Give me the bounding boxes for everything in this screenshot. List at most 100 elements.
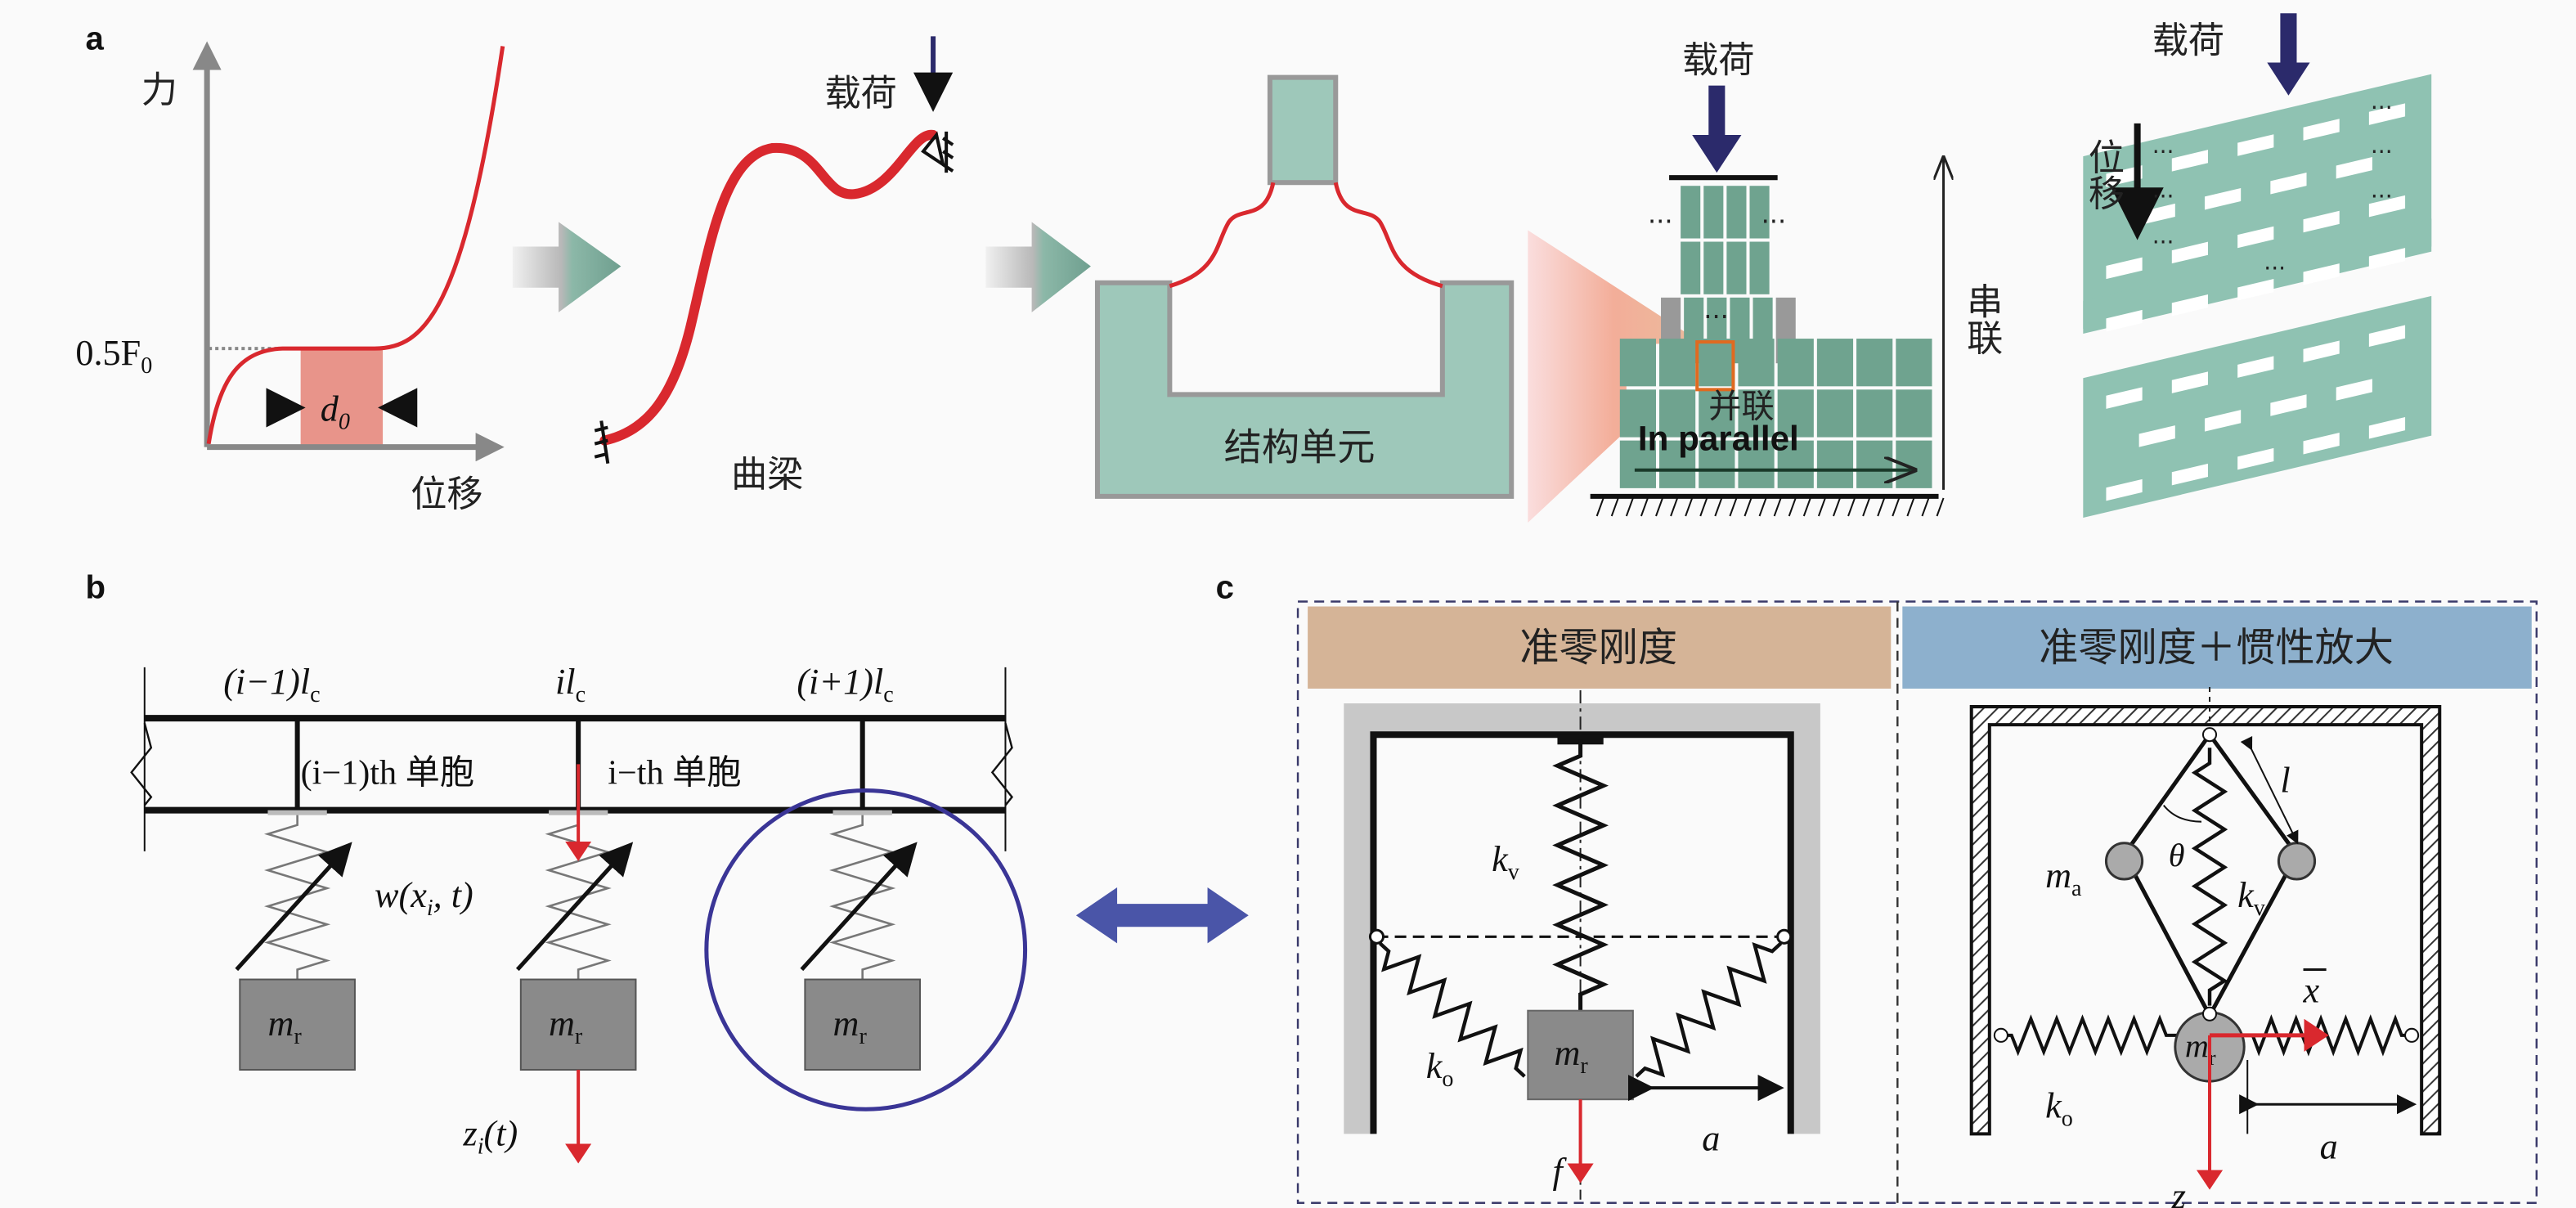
unit-cell [1619, 389, 1656, 438]
unit-cell [1659, 339, 1696, 387]
unit-cell [1896, 339, 1932, 387]
ground-hatch [1595, 497, 1945, 517]
resonator-mass [239, 978, 356, 1071]
right-curved-beam [1333, 182, 1443, 289]
resonator-mass [519, 978, 637, 1071]
lattice-load-arrow [2267, 13, 2310, 96]
left-springs [1379, 734, 1783, 1078]
d0-label: d0 [321, 389, 350, 435]
force-axis-label: 力 [141, 70, 177, 111]
hatch-line [1802, 497, 1811, 517]
lattice-hole [2171, 241, 2208, 264]
tunable-stiffness-arrow [800, 842, 918, 972]
theta-label: θ [2169, 837, 2185, 873]
mass-label: mr [549, 1004, 583, 1049]
qzs-models: 准零刚度 准零刚度＋惯性放大 mr kv ko a f l θ ma [1296, 600, 2538, 1208]
unit-base [1094, 280, 1515, 499]
pivot [1776, 928, 1793, 945]
unit-cell [1726, 186, 1747, 239]
highlighted-cell [1695, 340, 1735, 392]
unit-cell [1699, 339, 1735, 387]
hatch-line [1714, 497, 1723, 517]
kv-label: kv [1492, 839, 1520, 885]
pivot [1993, 1027, 2008, 1043]
oblique-spring-icon [1635, 941, 1783, 1078]
series-label: 串联 [1960, 283, 2002, 355]
displacement-axis-label: 位移 [411, 474, 482, 515]
pivot [2201, 727, 2218, 743]
lattice-ellipsis: ··· [2152, 229, 2174, 256]
lattice-hole [2237, 134, 2274, 156]
lattice-hole [2303, 263, 2340, 285]
unit-assembly: 载荷 ··· ··· ··· 并联 In parallel 串联 [1528, 40, 2002, 523]
position-label: ilc [555, 662, 586, 707]
displacement-label: zi(t) [463, 1113, 518, 1159]
cell-label: i−th 单胞 [608, 753, 741, 792]
hatch-line [1921, 497, 1930, 517]
lattice-hole [2270, 394, 2307, 416]
lattice-hole [2106, 165, 2143, 187]
lattice-hole [2106, 257, 2143, 280]
deflection-label: w(xi, t) [375, 875, 473, 921]
unit-cell [1619, 440, 1656, 488]
lattice-hole [2106, 309, 2143, 332]
unit-cell [1726, 241, 1747, 294]
lattice-hole [2237, 356, 2274, 378]
hatch-line [1877, 497, 1886, 517]
lattice-hole [2303, 210, 2340, 233]
beam-load-label: 载荷 [824, 73, 896, 115]
a-label: a [1702, 1118, 1720, 1158]
lattice-hole [2237, 447, 2274, 470]
roller-hatch-icon [942, 131, 954, 173]
inertia-mass-left [2104, 842, 2144, 881]
parallel-en-label: In parallel [1638, 420, 1799, 458]
ellipsis-left: ··· [1648, 205, 1673, 236]
unit-highlight-circle [704, 788, 1028, 1111]
right-break-icon [990, 722, 1014, 806]
hatch-line [1685, 497, 1694, 517]
position-label: (i−1)lc [223, 662, 320, 707]
pivot [2201, 1006, 2218, 1022]
lattice-hole [2204, 187, 2242, 210]
left-curved-beam [1169, 182, 1276, 289]
hatch-line [1610, 497, 1619, 517]
left-mass-label: mr [1554, 1033, 1588, 1079]
kv-label-right: kv [2237, 875, 2266, 921]
ma-label: ma [2045, 855, 2082, 901]
spring-mount [267, 810, 327, 815]
right-header [1902, 606, 2532, 689]
ellipsis-right: ··· [1761, 205, 1787, 236]
unit-cell [1681, 186, 1701, 239]
cell-label: (i−1)th 单胞 [301, 753, 474, 792]
plateau-label: 0.5F0 [75, 333, 152, 379]
hatch-line [1892, 497, 1901, 517]
pivot [2404, 1027, 2420, 1043]
lattice-ellipsis: ··· [2371, 94, 2393, 121]
unit-cell [1738, 440, 1775, 488]
hatch-line [1773, 497, 1782, 517]
lattice-hole [2368, 248, 2406, 270]
unit-cell [1816, 389, 1854, 438]
flow-arrow-2 [985, 222, 1091, 312]
metamaterial-lattice: 载荷 位移 ··· ··· ··· ··· ··· ··· ··· [2082, 13, 2432, 519]
mass-label: mr [267, 1004, 302, 1049]
stack-load-label: 载荷 [1682, 40, 1754, 82]
unit-cell [1738, 389, 1775, 438]
hatch-line [1833, 497, 1841, 517]
curved-beam: 载荷 曲梁 [594, 36, 954, 496]
l-label: l [2280, 761, 2290, 801]
tunable-stiffness-arrow [235, 842, 352, 972]
pivot [1368, 928, 1385, 945]
lattice-body [2083, 74, 2432, 519]
unit-cell [1856, 389, 1893, 438]
beam-curve [599, 129, 939, 446]
hatch-line [1670, 497, 1679, 517]
vertical-spring-icon [2191, 748, 2228, 1006]
unit-cell [1896, 440, 1932, 488]
lattice-hole [2171, 463, 2208, 486]
theta-arc [2162, 804, 2201, 823]
unit-cell [1749, 241, 1770, 294]
double-arrow-icon [1075, 887, 1249, 944]
left-break-icon [130, 722, 153, 806]
